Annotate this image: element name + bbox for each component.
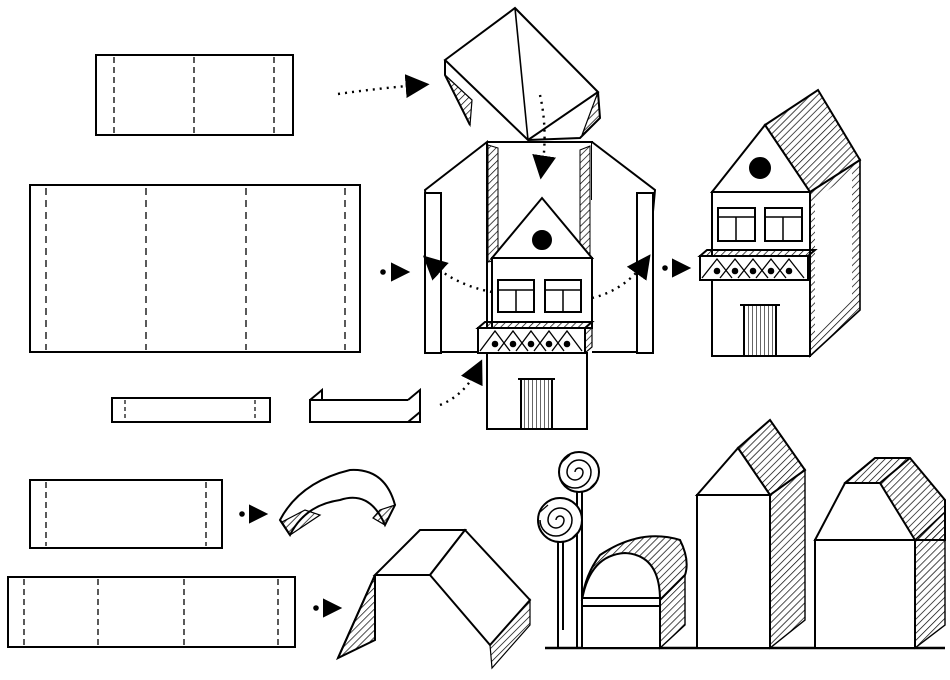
- dotted-arrow-icon: [532, 94, 557, 180]
- window: [764, 207, 803, 242]
- wide-roof-house: [813, 457, 946, 650]
- finished-house: [697, 88, 862, 358]
- lollipop-tree-icon: [558, 451, 600, 648]
- arrow-icon: [239, 504, 269, 524]
- dotted-arrow-icon: [337, 74, 430, 99]
- window: [544, 279, 582, 313]
- balcony-strip-template: [111, 397, 271, 423]
- window: [497, 279, 535, 313]
- assembly-house: [423, 139, 657, 430]
- wall-template: [29, 184, 361, 353]
- arched-roof-template: [29, 479, 223, 549]
- lollipop-tree-icon: [537, 497, 583, 648]
- street-scene: [537, 418, 946, 650]
- balcony: [697, 249, 818, 281]
- tall-gable-house: [694, 418, 807, 650]
- arrow-icon: [313, 598, 343, 618]
- window: [717, 207, 756, 242]
- roof-template: [95, 54, 294, 136]
- curved-roof: [278, 468, 397, 537]
- gable-roof-template: [7, 576, 296, 648]
- dotted-arrow-icon: [439, 359, 483, 407]
- arched-house: [580, 535, 688, 650]
- folded-balcony-strip: [309, 387, 421, 423]
- arrow-icon: [380, 262, 411, 282]
- folded-roof: [443, 6, 602, 142]
- arrow-icon: [662, 258, 692, 278]
- dotted-arrow-icon: [422, 255, 493, 294]
- balcony: [475, 320, 595, 355]
- folded-gable-roof: [335, 528, 532, 670]
